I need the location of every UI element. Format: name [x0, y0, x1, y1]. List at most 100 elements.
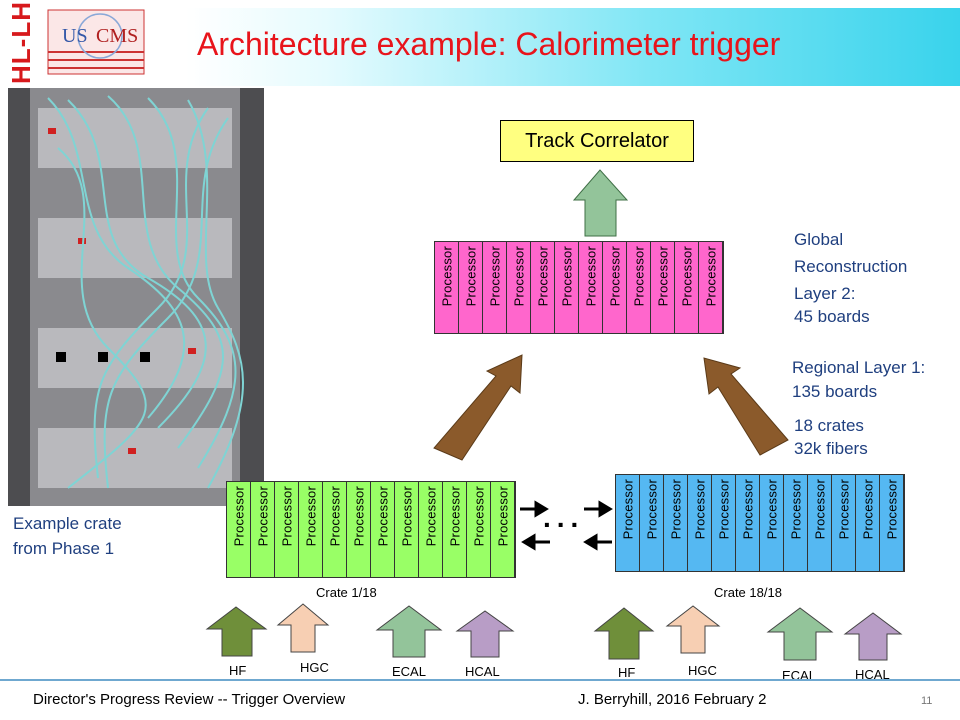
title-banner	[186, 8, 960, 86]
hgc-arrow-left-icon	[276, 603, 330, 653]
crate-photo	[8, 88, 264, 506]
global-line4: 45 boards	[794, 307, 870, 326]
hf-arrow-right-icon	[593, 607, 655, 660]
hl-lhc-logo: HL-LHC	[0, 0, 44, 88]
input-label-hgc-right: HGC	[688, 663, 717, 678]
crate-1-caption: Crate 1/18	[316, 585, 377, 600]
ecal-arrow-right-icon	[766, 607, 834, 661]
input-label-hcal-right: HCAL	[855, 667, 890, 682]
crate18-processor-board: Processor	[832, 475, 856, 571]
processor-label: Processor	[303, 486, 318, 547]
processor-label: Processor	[399, 486, 414, 547]
processor-label: Processor	[620, 479, 635, 540]
layer2-boards: Processor Processor Processor Processor Proc…	[434, 241, 724, 334]
layer2-processor-board: Processor	[531, 242, 555, 333]
layer2-processor-board: Processor	[651, 242, 675, 333]
input-label-hf-right: HF	[618, 665, 636, 680]
hgc-arrow-right-icon	[665, 605, 721, 654]
crate18-processor-board: Processor	[616, 475, 640, 571]
crate1-processor-board: Processor	[395, 482, 419, 577]
processor-label: Processor	[495, 486, 510, 547]
processor-label: Processor	[231, 486, 246, 547]
layer2-processor-board: Processor	[555, 242, 579, 333]
svg-text:CMS: CMS	[96, 25, 138, 47]
crate1-processor-board: Processor	[251, 482, 275, 577]
processor-label: Processor	[644, 479, 659, 540]
processor-label: Processor	[559, 246, 574, 307]
crate1-processor-board: Processor	[443, 482, 467, 577]
global-line2: Reconstruction	[794, 257, 908, 276]
up-arrow-layer2-icon	[572, 169, 629, 237]
regional-line2: 135 boards	[792, 382, 878, 401]
crate18-processor-board: Processor	[784, 475, 808, 571]
page-number: 11	[921, 695, 933, 707]
hcal-arrow-left-icon	[455, 610, 515, 658]
processor-label: Processor	[423, 486, 438, 547]
processor-label: Processor	[740, 479, 755, 540]
crate18-processor-board: Processor	[760, 475, 784, 571]
slide-title: Architecture example: Calorimeter trigge…	[197, 26, 781, 62]
layer2-processor-board: Processor	[699, 242, 723, 333]
crate1-processor-board: Processor	[371, 482, 395, 577]
layer2-processor-board: Processor	[603, 242, 627, 333]
ecal-arrow-left-icon	[375, 605, 443, 658]
processor-label: Processor	[631, 246, 646, 307]
crate-18-boards: Processor Processor Processor Processor Proc…	[615, 474, 905, 572]
hf-arrow-left-icon	[205, 606, 268, 657]
brown-arrow-right-icon	[703, 357, 789, 456]
processor-label: Processor	[439, 246, 454, 307]
brown-arrow-left-icon	[433, 354, 523, 461]
processor-label: Processor	[764, 479, 779, 540]
layer2-processor-board: Processor	[483, 242, 507, 333]
input-label-hcal-left: HCAL	[465, 664, 500, 679]
processor-label: Processor	[668, 479, 683, 540]
crate1-processor-board: Processor	[275, 482, 299, 577]
crate18-processor-board: Processor	[856, 475, 880, 571]
processor-label: Processor	[463, 246, 478, 307]
crate-18-caption: Crate 18/18	[714, 585, 782, 600]
processor-label: Processor	[703, 246, 718, 307]
processor-label: Processor	[471, 486, 486, 547]
layer2-processor-board: Processor	[435, 242, 459, 333]
crate1-processor-board: Processor	[491, 482, 515, 577]
input-label-hf-left: HF	[229, 663, 247, 678]
processor-label: Processor	[860, 479, 875, 540]
footer-center: J. Berryhill, 2016 February 2	[578, 691, 767, 708]
crate18-processor-board: Processor	[640, 475, 664, 571]
crates-line2: 32k fibers	[794, 439, 868, 458]
crate18-processor-board: Processor	[880, 475, 904, 571]
input-label-hgc-left: HGC	[300, 660, 329, 675]
us-cms-logo: US CMS	[40, 4, 150, 80]
processor-label: Processor	[375, 486, 390, 547]
footer-divider	[0, 679, 960, 681]
crates-line1: 18 crates	[794, 416, 864, 435]
crate1-processor-board: Processor	[419, 482, 443, 577]
processor-label: Processor	[836, 479, 851, 540]
layer2-processor-board: Processor	[579, 242, 603, 333]
crate18-processor-board: Processor	[808, 475, 832, 571]
svg-text:US: US	[62, 25, 88, 47]
processor-label: Processor	[583, 246, 598, 307]
crate1-processor-board: Processor	[467, 482, 491, 577]
layer2-processor-board: Processor	[507, 242, 531, 333]
ellipsis: ...	[543, 502, 585, 533]
processor-label: Processor	[655, 246, 670, 307]
processor-label: Processor	[716, 479, 731, 540]
processor-label: Processor	[812, 479, 827, 540]
crate18-processor-board: Processor	[736, 475, 760, 571]
crate18-processor-board: Processor	[664, 475, 688, 571]
photo-caption-line2: from Phase 1	[13, 539, 115, 558]
processor-label: Processor	[487, 246, 502, 307]
processor-label: Processor	[447, 486, 462, 547]
track-correlator-box: Track Correlator	[500, 120, 694, 162]
crate1-processor-board: Processor	[347, 482, 371, 577]
global-line1: Global	[794, 230, 844, 249]
processor-label: Processor	[351, 486, 366, 547]
processor-label: Processor	[679, 246, 694, 307]
hcal-arrow-right-icon	[843, 612, 903, 661]
processor-label: Processor	[511, 246, 526, 307]
crate1-processor-board: Processor	[227, 482, 251, 577]
layer2-processor-board: Processor	[675, 242, 699, 333]
